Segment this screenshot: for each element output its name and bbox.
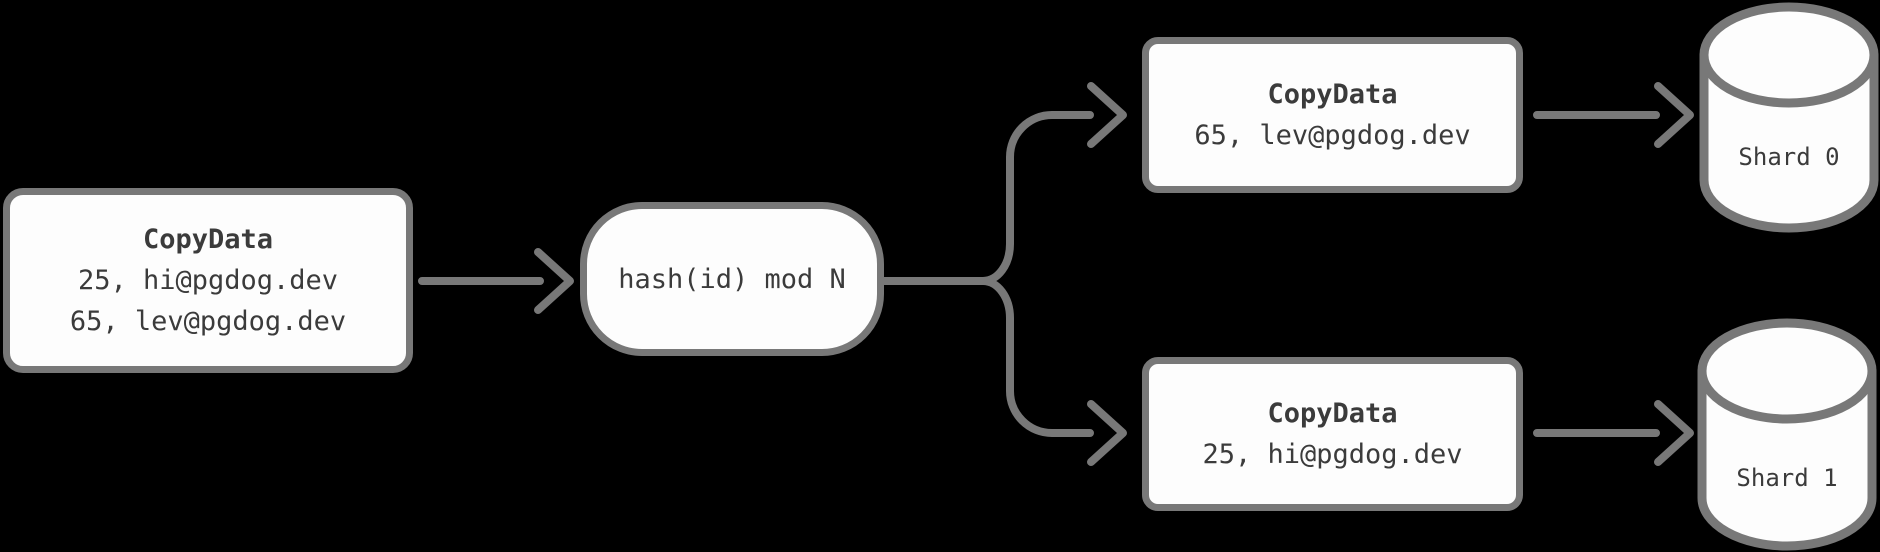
node-row: 65, lev@pgdog.dev (69, 306, 347, 337)
node-title: CopyData (142, 224, 274, 255)
arrow-copy0-to-shard0-icon (1533, 82, 1694, 148)
shard0-database-cylinder-icon (1699, 2, 1879, 233)
node-row: 25, hi@pgdog.dev (1202, 439, 1463, 470)
shard1-cylinder-top (1697, 318, 1877, 424)
node-row: 65, lev@pgdog.dev (1194, 120, 1471, 151)
node-title: CopyData (1267, 79, 1398, 110)
shard1-label: Shard 1 (1736, 464, 1838, 492)
shard0-cylinder-top (1699, 2, 1879, 108)
shard0-label: Shard 0 (1738, 143, 1840, 171)
node-title: CopyData (1267, 398, 1398, 429)
node-shard1-copydata: CopyData 25, hi@pgdog.dev (1142, 357, 1523, 511)
fork-hash-to-shard1-arrow-icon (979, 277, 1127, 466)
node-source-copydata: CopyData 25, hi@pgdog.dev 65, lev@pgdog.… (3, 188, 413, 373)
node-row: 25, hi@pgdog.dev (77, 265, 339, 296)
arrow-source-to-hash-icon (418, 248, 574, 314)
hash-function-label: hash(id) mod N (618, 263, 846, 295)
node-hash-function: hash(id) mod N (580, 202, 884, 356)
node-shard0-copydata: CopyData 65, lev@pgdog.dev (1142, 37, 1523, 193)
shard1-database-cylinder-icon (1697, 318, 1877, 551)
fork-hash-to-shard0-arrow-icon (979, 82, 1127, 285)
arrow-copy1-to-shard1-icon (1533, 400, 1694, 466)
